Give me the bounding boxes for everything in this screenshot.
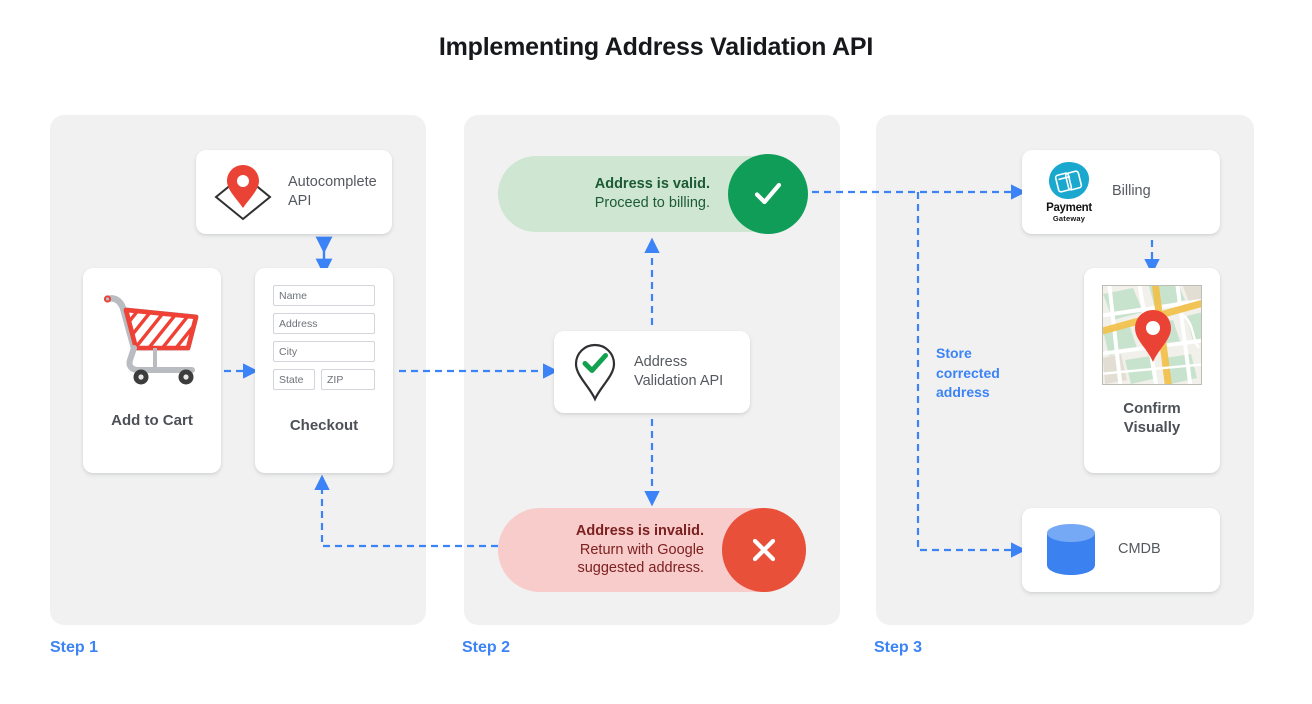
store-line1: Store	[936, 345, 972, 361]
map-pin-diamond-icon	[214, 165, 272, 221]
payment-gateway-icon: Payment Gateway	[1036, 161, 1102, 223]
payment-gateway-name: Payment	[1046, 202, 1092, 214]
autocomplete-api-label: Autocomplete API	[288, 173, 377, 211]
map-graphic	[1103, 286, 1201, 384]
invalid-detail-line1: Return with Google	[579, 541, 704, 558]
name-field[interactable]: Name	[273, 285, 375, 306]
autocomplete-line2: API	[288, 193, 312, 209]
valid-message: Address is valid. Proceed to billing.	[595, 175, 728, 212]
cmdb-card[interactable]: CMDB	[1022, 508, 1220, 592]
invalid-detail-line2: suggested address.	[577, 560, 704, 577]
validation-line2: Validation API	[634, 373, 724, 389]
pin-check-icon	[574, 343, 616, 402]
invalid-message: Address is invalid. Return with Google s…	[576, 522, 722, 578]
address-invalid-pill: Address is invalid. Return with Google s…	[498, 508, 806, 592]
page-title: Implementing Address Validation API	[438, 33, 874, 61]
payment-gateway-sub: Gateway	[1052, 214, 1086, 223]
add-to-cart-label: Add to Cart	[111, 412, 193, 429]
database-cylinder-icon	[1047, 524, 1095, 575]
store-line3: address	[936, 384, 990, 401]
valid-detail: Proceed to billing.	[594, 195, 710, 211]
checkout-card[interactable]: Name Address City State ZIP Checkout	[255, 268, 393, 473]
invalid-headline: Address is invalid.	[575, 523, 704, 540]
address-valid-pill: Address is valid. Proceed to billing.	[498, 154, 808, 234]
map-thumbnail-icon	[1102, 285, 1202, 385]
billing-card[interactable]: Payment Gateway Billing	[1022, 150, 1220, 234]
check-circle-icon	[728, 154, 808, 234]
add-to-cart-card[interactable]: Add to Cart	[83, 268, 221, 473]
valid-headline: Address is valid.	[594, 176, 710, 193]
store-corrected-address-label: Store corrected address	[936, 344, 1026, 403]
check-glyph	[754, 182, 782, 205]
payment-blob-glyph	[1049, 162, 1089, 199]
shopping-cart-icon	[103, 295, 199, 385]
state-zip-row: State ZIP	[273, 369, 375, 397]
checkout-label: Checkout	[289, 417, 359, 434]
cmdb-label: CMDB	[1118, 541, 1161, 558]
x-glyph	[752, 538, 776, 562]
zip-field[interactable]: ZIP	[321, 369, 375, 390]
address-validation-api-card[interactable]: Address Validation API	[554, 331, 750, 413]
confirm-line1: Confirm	[1123, 399, 1181, 417]
validation-line1: Address	[634, 353, 688, 370]
autocomplete-api-card[interactable]: Autocomplete API	[196, 150, 392, 234]
store-line2: corrected	[936, 364, 1000, 381]
step-2-label: Step 2	[462, 639, 511, 656]
confirm-line2: Visually	[1123, 418, 1181, 436]
billing-label: Billing	[1112, 183, 1151, 200]
step-3-label: Step 3	[874, 639, 923, 656]
step-1-label: Step 1	[50, 639, 99, 656]
city-field[interactable]: City	[273, 341, 375, 362]
x-circle-icon	[722, 508, 806, 592]
address-field[interactable]: Address	[273, 313, 375, 334]
autocomplete-line1: Autocomplete	[288, 173, 377, 190]
state-field[interactable]: State	[273, 369, 315, 390]
validation-api-label: Address Validation API	[634, 353, 723, 391]
confirm-visually-label: Confirm Visually	[1084, 399, 1220, 437]
checkout-form: Name Address City State ZIP	[273, 285, 375, 397]
confirm-visually-card[interactable]: Confirm Visually	[1084, 268, 1220, 473]
